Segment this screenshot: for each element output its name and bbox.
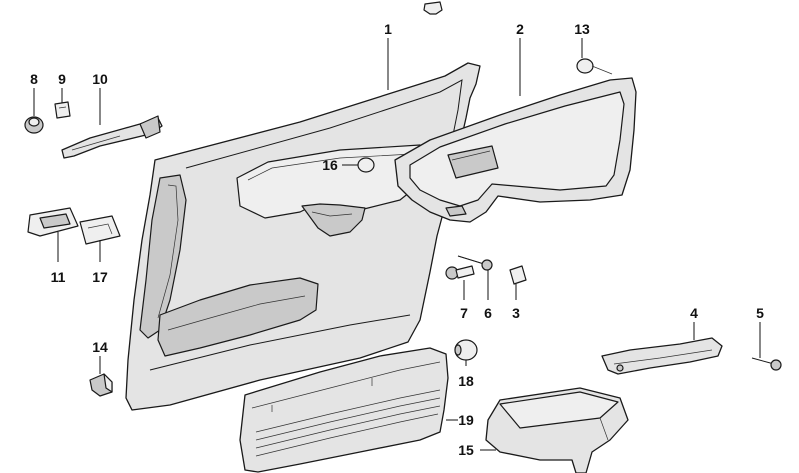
part-14-expansion-rivet — [89, 373, 113, 397]
label-8: 8 — [30, 71, 38, 87]
part-3-cap — [509, 265, 527, 285]
part-6-screw — [457, 255, 493, 271]
label-7: 7 — [460, 305, 468, 321]
part-5-screw — [751, 357, 782, 371]
part-8-nut — [24, 116, 44, 134]
label-4: 4 — [690, 305, 698, 321]
label-10: 10 — [92, 71, 108, 87]
part-18-round-cap — [454, 339, 478, 361]
label-18: 18 — [458, 373, 474, 389]
part-11-switch-holder — [27, 207, 79, 237]
label-5: 5 — [756, 305, 764, 321]
part-17-cover — [79, 215, 121, 245]
label-11: 11 — [51, 269, 66, 285]
part-16-plug — [357, 157, 375, 173]
label-9: 9 — [58, 71, 66, 87]
label-1: 1 — [384, 21, 392, 37]
part-1-door-trim-panel — [125, 62, 481, 411]
part-9-clip — [54, 101, 71, 119]
label-13: 13 — [574, 21, 590, 37]
label-6: 6 — [484, 305, 492, 321]
label-3: 3 — [512, 305, 520, 321]
leader-lines — [33, 38, 761, 451]
top-clip — [423, 1, 443, 15]
label-19: 19 — [458, 412, 474, 428]
label-16: 16 — [322, 157, 338, 173]
part-2-armrest-frame — [394, 77, 637, 223]
part-13-grommet — [576, 58, 613, 75]
part-15-storage-bin — [485, 387, 629, 473]
part-labels: 1 2 13 8 9 10 16 11 17 7 6 3 4 5 14 18 1… — [30, 21, 764, 458]
part-4-grab-handle — [601, 337, 723, 375]
part-19-lower-trim-strip — [239, 347, 449, 473]
label-14: 14 — [92, 339, 108, 355]
label-15: 15 — [458, 442, 474, 458]
part-10-bracket — [61, 115, 163, 159]
part-7-bolt — [445, 265, 475, 280]
label-17: 17 — [92, 269, 108, 285]
label-2: 2 — [516, 21, 524, 37]
